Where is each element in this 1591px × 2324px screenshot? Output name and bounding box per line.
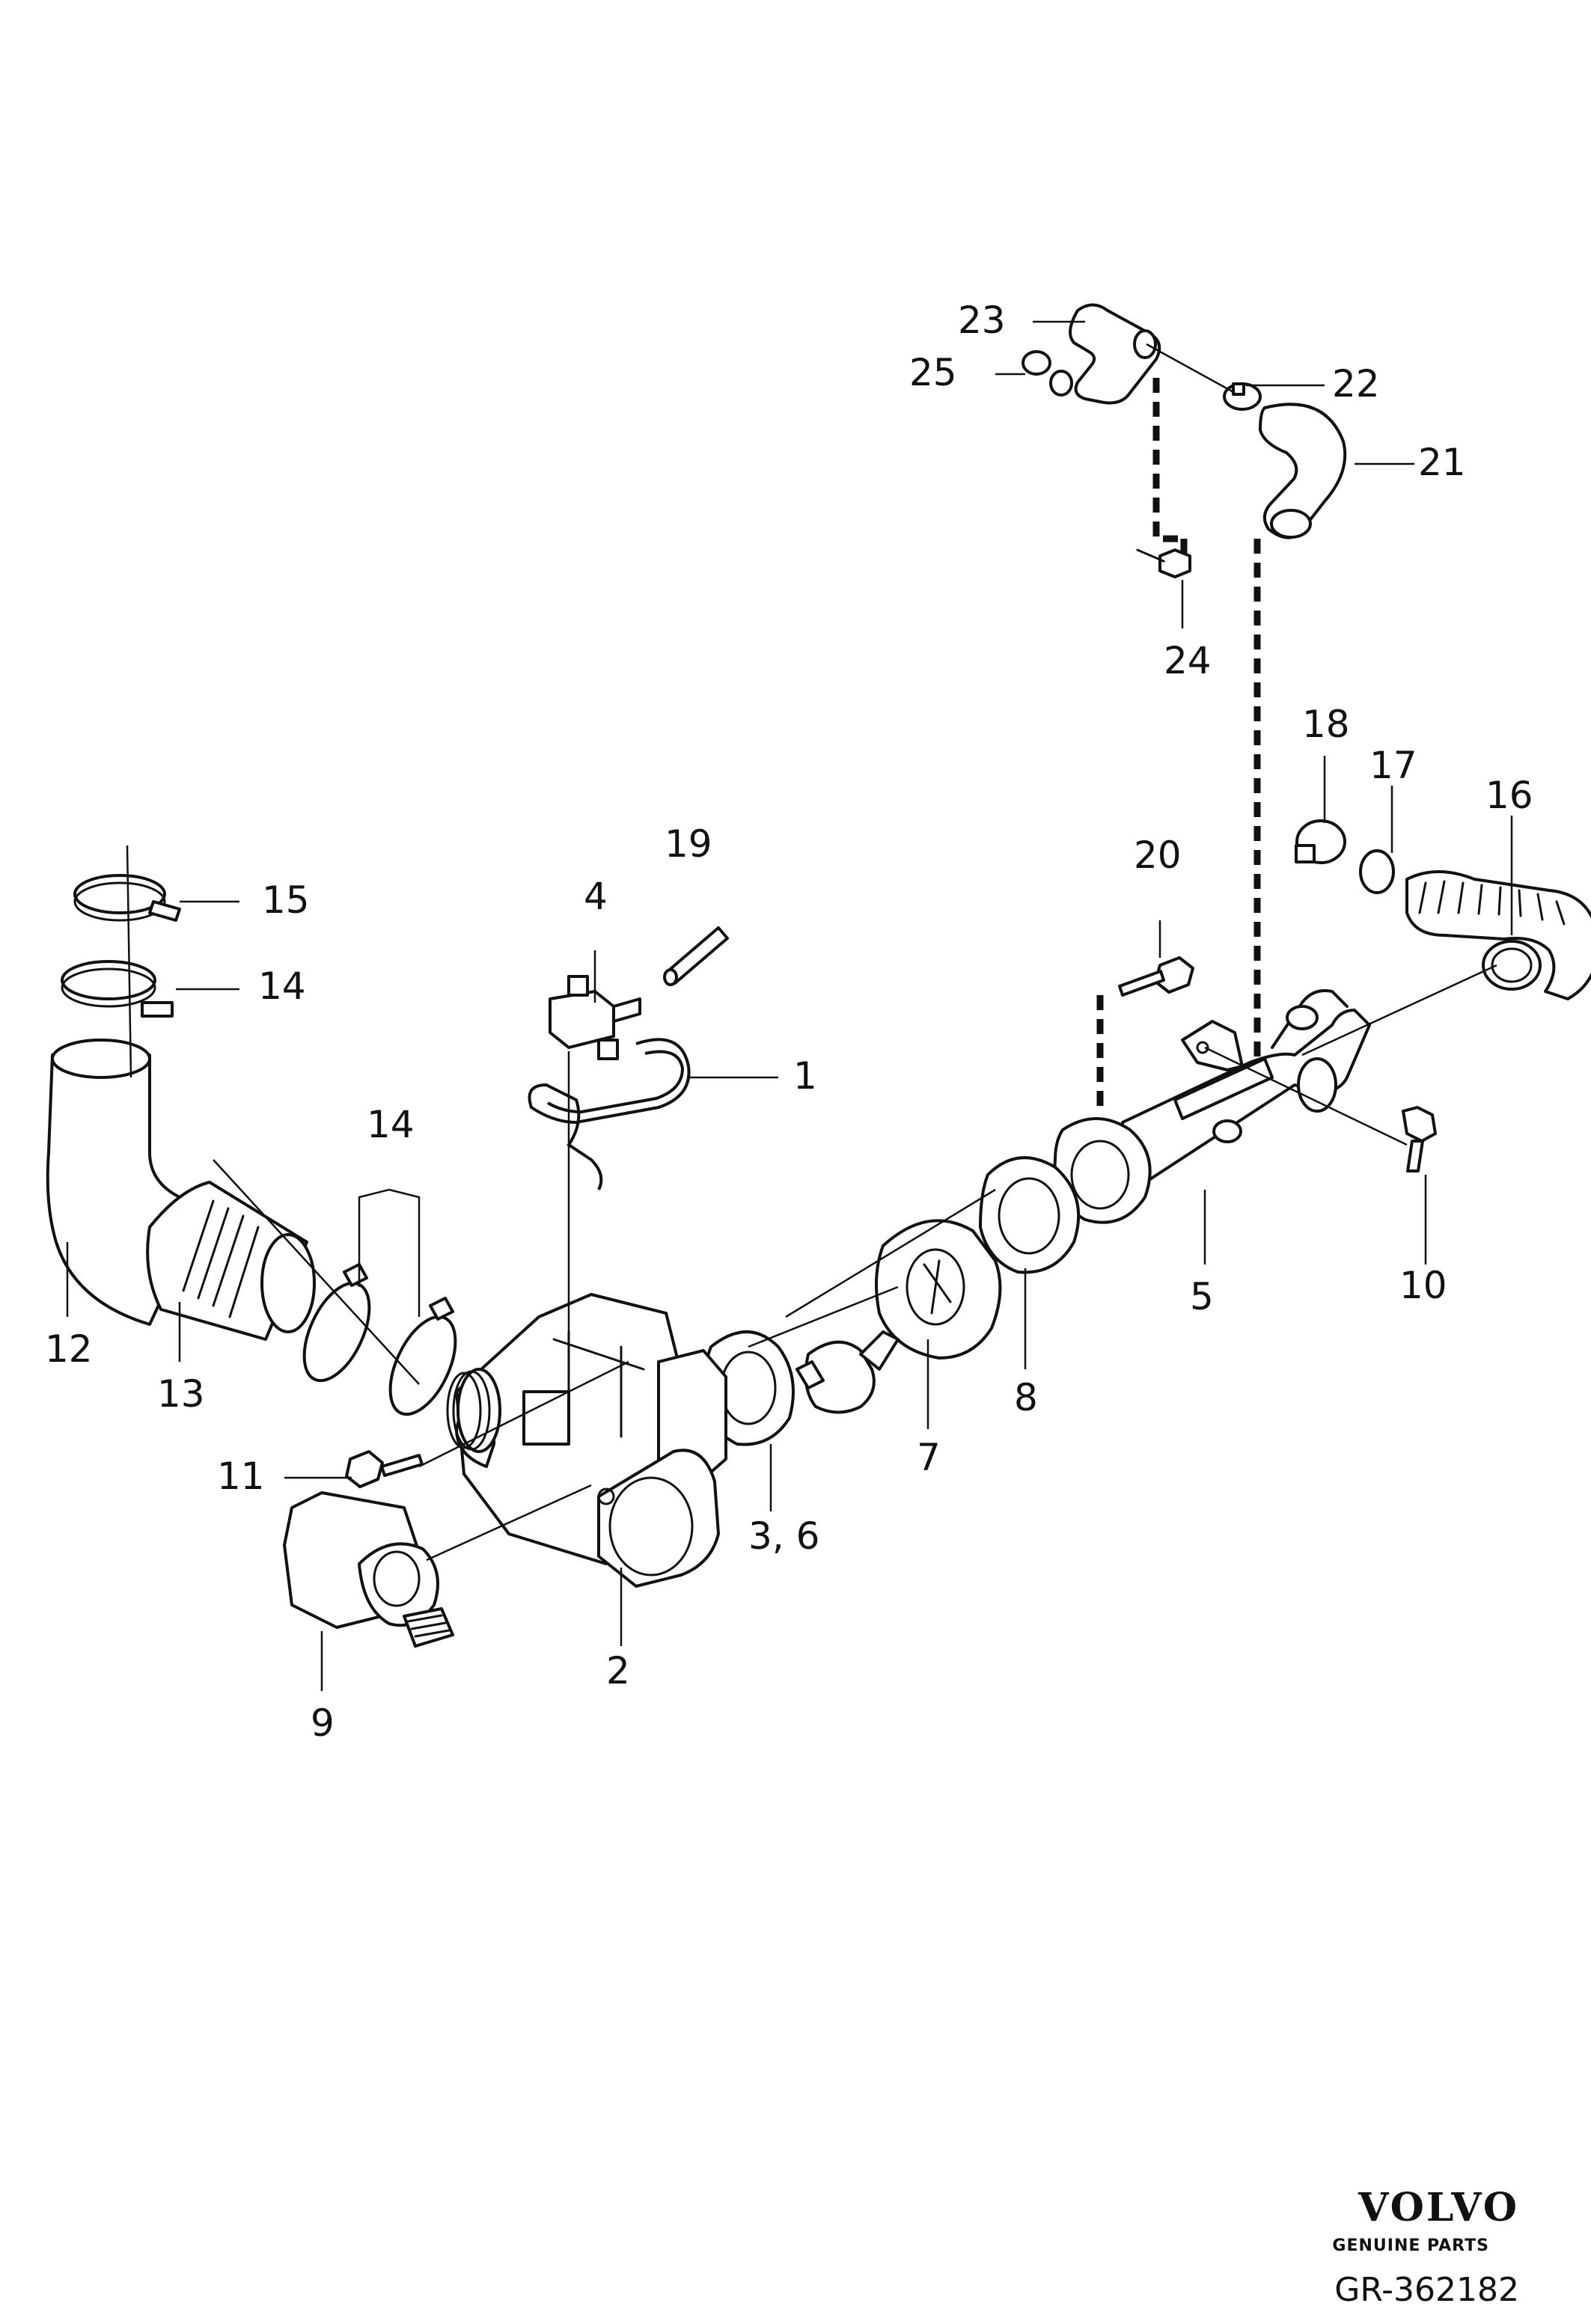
callout-17: 17 — [1369, 744, 1417, 787]
callout-1: 1 — [793, 1054, 817, 1098]
coolant-routing-line-left — [1152, 378, 1188, 554]
bolt-part-10 — [1402, 1106, 1437, 1172]
callout-22: 22 — [1332, 362, 1380, 406]
throttle-body-part-2 — [455, 1293, 727, 1588]
diagram-reference: GR-362182 — [1334, 2271, 1519, 2309]
callout-18: 18 — [1302, 703, 1350, 746]
callout-25: 25 — [909, 351, 957, 394]
o-ring-part-25 — [1022, 350, 1051, 376]
callout-21: 21 — [1418, 441, 1466, 484]
hose-clamp-part-14-b — [388, 1297, 457, 1416]
coolant-hose-part-21 — [1259, 403, 1347, 539]
vacuum-hose-part-19 — [663, 926, 729, 986]
valve-actuator-small — [796, 1330, 900, 1414]
callout-13: 13 — [157, 1372, 205, 1416]
hose-clamp-part-15 — [73, 874, 181, 922]
callout-20: 20 — [1134, 834, 1182, 877]
callout-16: 16 — [1485, 774, 1533, 817]
egr-valve-part-7 — [875, 1219, 1002, 1360]
callout-10: 10 — [1399, 1264, 1447, 1307]
callout-3-6: 3, 6 — [748, 1514, 819, 1558]
callout-14-lower: 14 — [367, 1103, 415, 1146]
callout-2: 2 — [606, 1649, 630, 1692]
vacuum-hose-part-1 — [528, 1038, 691, 1190]
callout-15: 15 — [262, 878, 310, 922]
gasket-part-8 — [979, 1156, 1081, 1274]
callout-7: 7 — [917, 1436, 941, 1479]
bolt-part-20 — [1118, 956, 1194, 997]
hose-clamp-part-14-upper — [61, 960, 174, 1018]
bolt-part-11 — [345, 1450, 424, 1488]
callout-19: 19 — [665, 822, 712, 866]
branding-block: VOLVO GENUINE PARTS GR-362182 — [1332, 2185, 1519, 2309]
callout-labels: 1 2 3, 6 4 5 7 8 9 10 11 12 13 14 14 15 … — [45, 299, 1533, 1745]
callout-8: 8 — [1014, 1376, 1038, 1419]
corrugated-hose-part-16 — [1405, 870, 1591, 1000]
hose-clamp-part-18 — [1295, 819, 1346, 864]
intake-pipe-part-13 — [146, 1181, 316, 1341]
throttle-actuator-part-9 — [283, 1491, 454, 1648]
leader-lines — [66, 320, 1513, 1691]
callout-23: 23 — [958, 299, 1006, 342]
o-ring-part-17 — [1359, 849, 1395, 894]
genuine-parts-tagline: GENUINE PARTS — [1332, 2236, 1489, 2255]
callout-4: 4 — [584, 875, 608, 918]
callout-12: 12 — [45, 1327, 93, 1371]
callout-9: 9 — [311, 1701, 335, 1745]
callout-11: 11 — [217, 1455, 265, 1498]
callout-24: 24 — [1164, 639, 1212, 682]
volvo-logo: VOLVO — [1358, 2185, 1519, 2230]
coolant-pipe-part-23 — [1049, 303, 1161, 405]
vacuum-hose-part-1-inner — [546, 1050, 685, 1114]
hose-clamp-part-22 — [1223, 382, 1262, 411]
callout-5: 5 — [1190, 1275, 1214, 1318]
coolant-pipe-assembly-part-5 — [1053, 989, 1371, 1224]
bolt-part-24 — [1136, 548, 1191, 578]
callout-14-upper: 14 — [258, 964, 306, 1008]
